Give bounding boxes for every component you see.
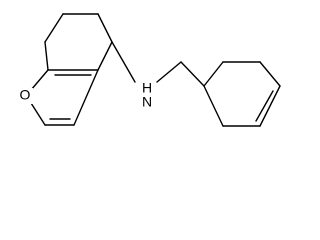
bond-o-c2 (30, 102, 46, 126)
nitrogen-atom: H N (139, 80, 156, 112)
bond-c4-n (111, 41, 136, 83)
cyclohexane-ring (44, 13, 113, 71)
furan-ring (30, 69, 99, 126)
bond-r4-r5-double (255, 90, 274, 122)
bond-c7-c7a (44, 41, 49, 71)
bond-n-ch2 (156, 61, 182, 83)
bond-r3-r4 (259, 61, 281, 87)
cyclohexene-ring (203, 61, 281, 127)
bond-r6-r1 (203, 85, 224, 127)
chemical-structure-diagram: O H N (18, 13, 281, 127)
bond-c4-c3a (97, 41, 113, 71)
bond-c6-c7 (44, 13, 64, 43)
bond-c7a-o (30, 69, 49, 91)
bond-r1-r2 (203, 61, 224, 87)
bond-r4-r5 (259, 85, 281, 127)
bond-c3-c3a (73, 69, 99, 126)
nitrogen-hydrogen-label: H (142, 80, 152, 96)
fusion-bond (47, 69, 99, 76)
bond-ch2-ring (180, 61, 205, 87)
nitrogen-label: N (142, 94, 152, 110)
oxygen-atom: O (18, 87, 33, 104)
bond-c5-c4 (97, 13, 113, 43)
amine-linker (111, 41, 205, 87)
oxygen-label: O (20, 87, 31, 103)
